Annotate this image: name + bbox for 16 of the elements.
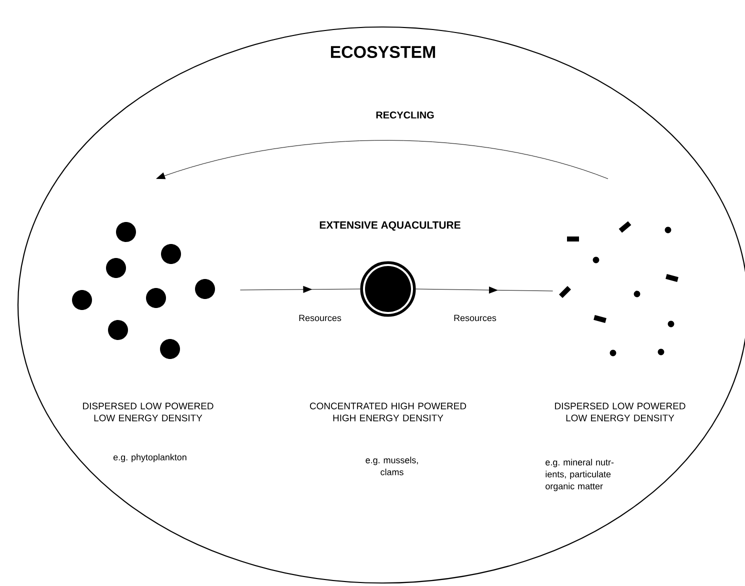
heading: EXTENSIVE AQUACULTURE [320, 221, 460, 231]
edge-label: RECYCLING [374, 110, 436, 120]
example-text: e.g. phytoplankton [114, 454, 186, 462]
caption-text: CONCENTRATED HIGH POWERED HIGH ENERGY DENSITY [310, 402, 466, 422]
caption-text: DISPERSED LOW POWERED LOW ENERGY DENSITY [555, 402, 686, 422]
arrow [156, 140, 608, 180]
arrow [416, 286, 554, 294]
caption-text: DISPERSED LOW POWERED LOW ENERGY DENSITY [83, 402, 214, 422]
edge-label: Resources [298, 314, 342, 322]
particles-drawing [72, 222, 215, 359]
example-text: e.g. mussels, clams [366, 456, 418, 476]
edge-label: Resources [452, 314, 498, 322]
particles-drawing [559, 221, 678, 356]
title: ECOSYSTEM [330, 46, 436, 58]
example-text: e.g. mineral nutr- ients, particulate organic matter [546, 458, 614, 492]
arrow [240, 286, 360, 293]
